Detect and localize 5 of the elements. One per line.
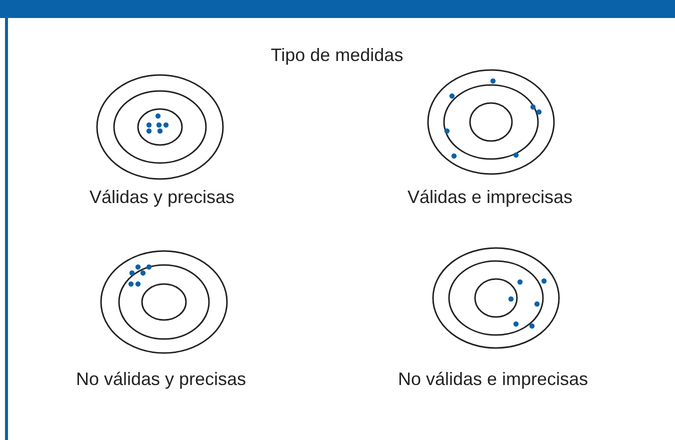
target-caption: No válidas e imprecisas (398, 368, 588, 390)
target-caption: Válidas y precisas (89, 186, 235, 208)
target-caption: Válidas e imprecisas (407, 186, 573, 208)
target-caption: No válidas y precisas (76, 368, 246, 390)
diagram-title: Tipo de medidas (270, 44, 404, 66)
